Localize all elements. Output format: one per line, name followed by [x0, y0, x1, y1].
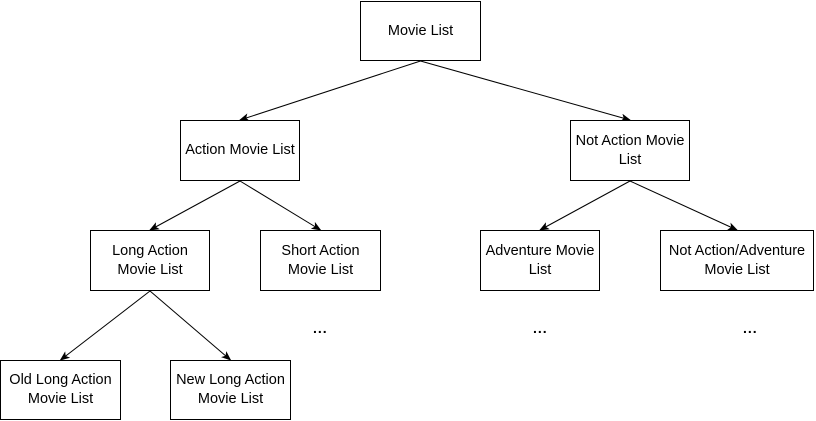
- ellipsis-short-action: ...: [313, 320, 328, 336]
- node-short-action-movie-list: Short Action Movie List: [260, 230, 381, 291]
- edge-not-action-to-adventure: [539, 180, 631, 231]
- edge-action-to-short-action: [239, 180, 322, 231]
- edge-root-to-not-action: [420, 60, 631, 122]
- edge-root-to-action: [239, 60, 421, 122]
- edge-long-action-to-old-long-action: [59, 290, 151, 361]
- node-action-movie-list: Action Movie List: [180, 120, 300, 181]
- node-old-long-action-movie-list: Old Long Action Movie List: [0, 360, 121, 420]
- node-not-action-movie-list: Not Action Movie List: [570, 120, 690, 181]
- node-new-long-action-movie-list: New Long Action Movie List: [170, 360, 291, 420]
- edge-action-to-long-action: [149, 180, 241, 231]
- node-long-action-movie-list: Long Action Movie List: [90, 230, 210, 291]
- ellipsis-adventure: ...: [533, 320, 548, 336]
- node-adventure-movie-list: Adventure Movie List: [480, 230, 600, 291]
- ellipsis-not-action-adventure: ...: [743, 320, 758, 336]
- node-movie-list: Movie List: [360, 1, 481, 61]
- node-not-action-adventure-movie-list: Not Action/Adventure Movie List: [660, 230, 814, 291]
- edge-long-action-to-new-long-action: [149, 290, 232, 361]
- edge-not-action-to-not-action-adventure: [629, 180, 738, 231]
